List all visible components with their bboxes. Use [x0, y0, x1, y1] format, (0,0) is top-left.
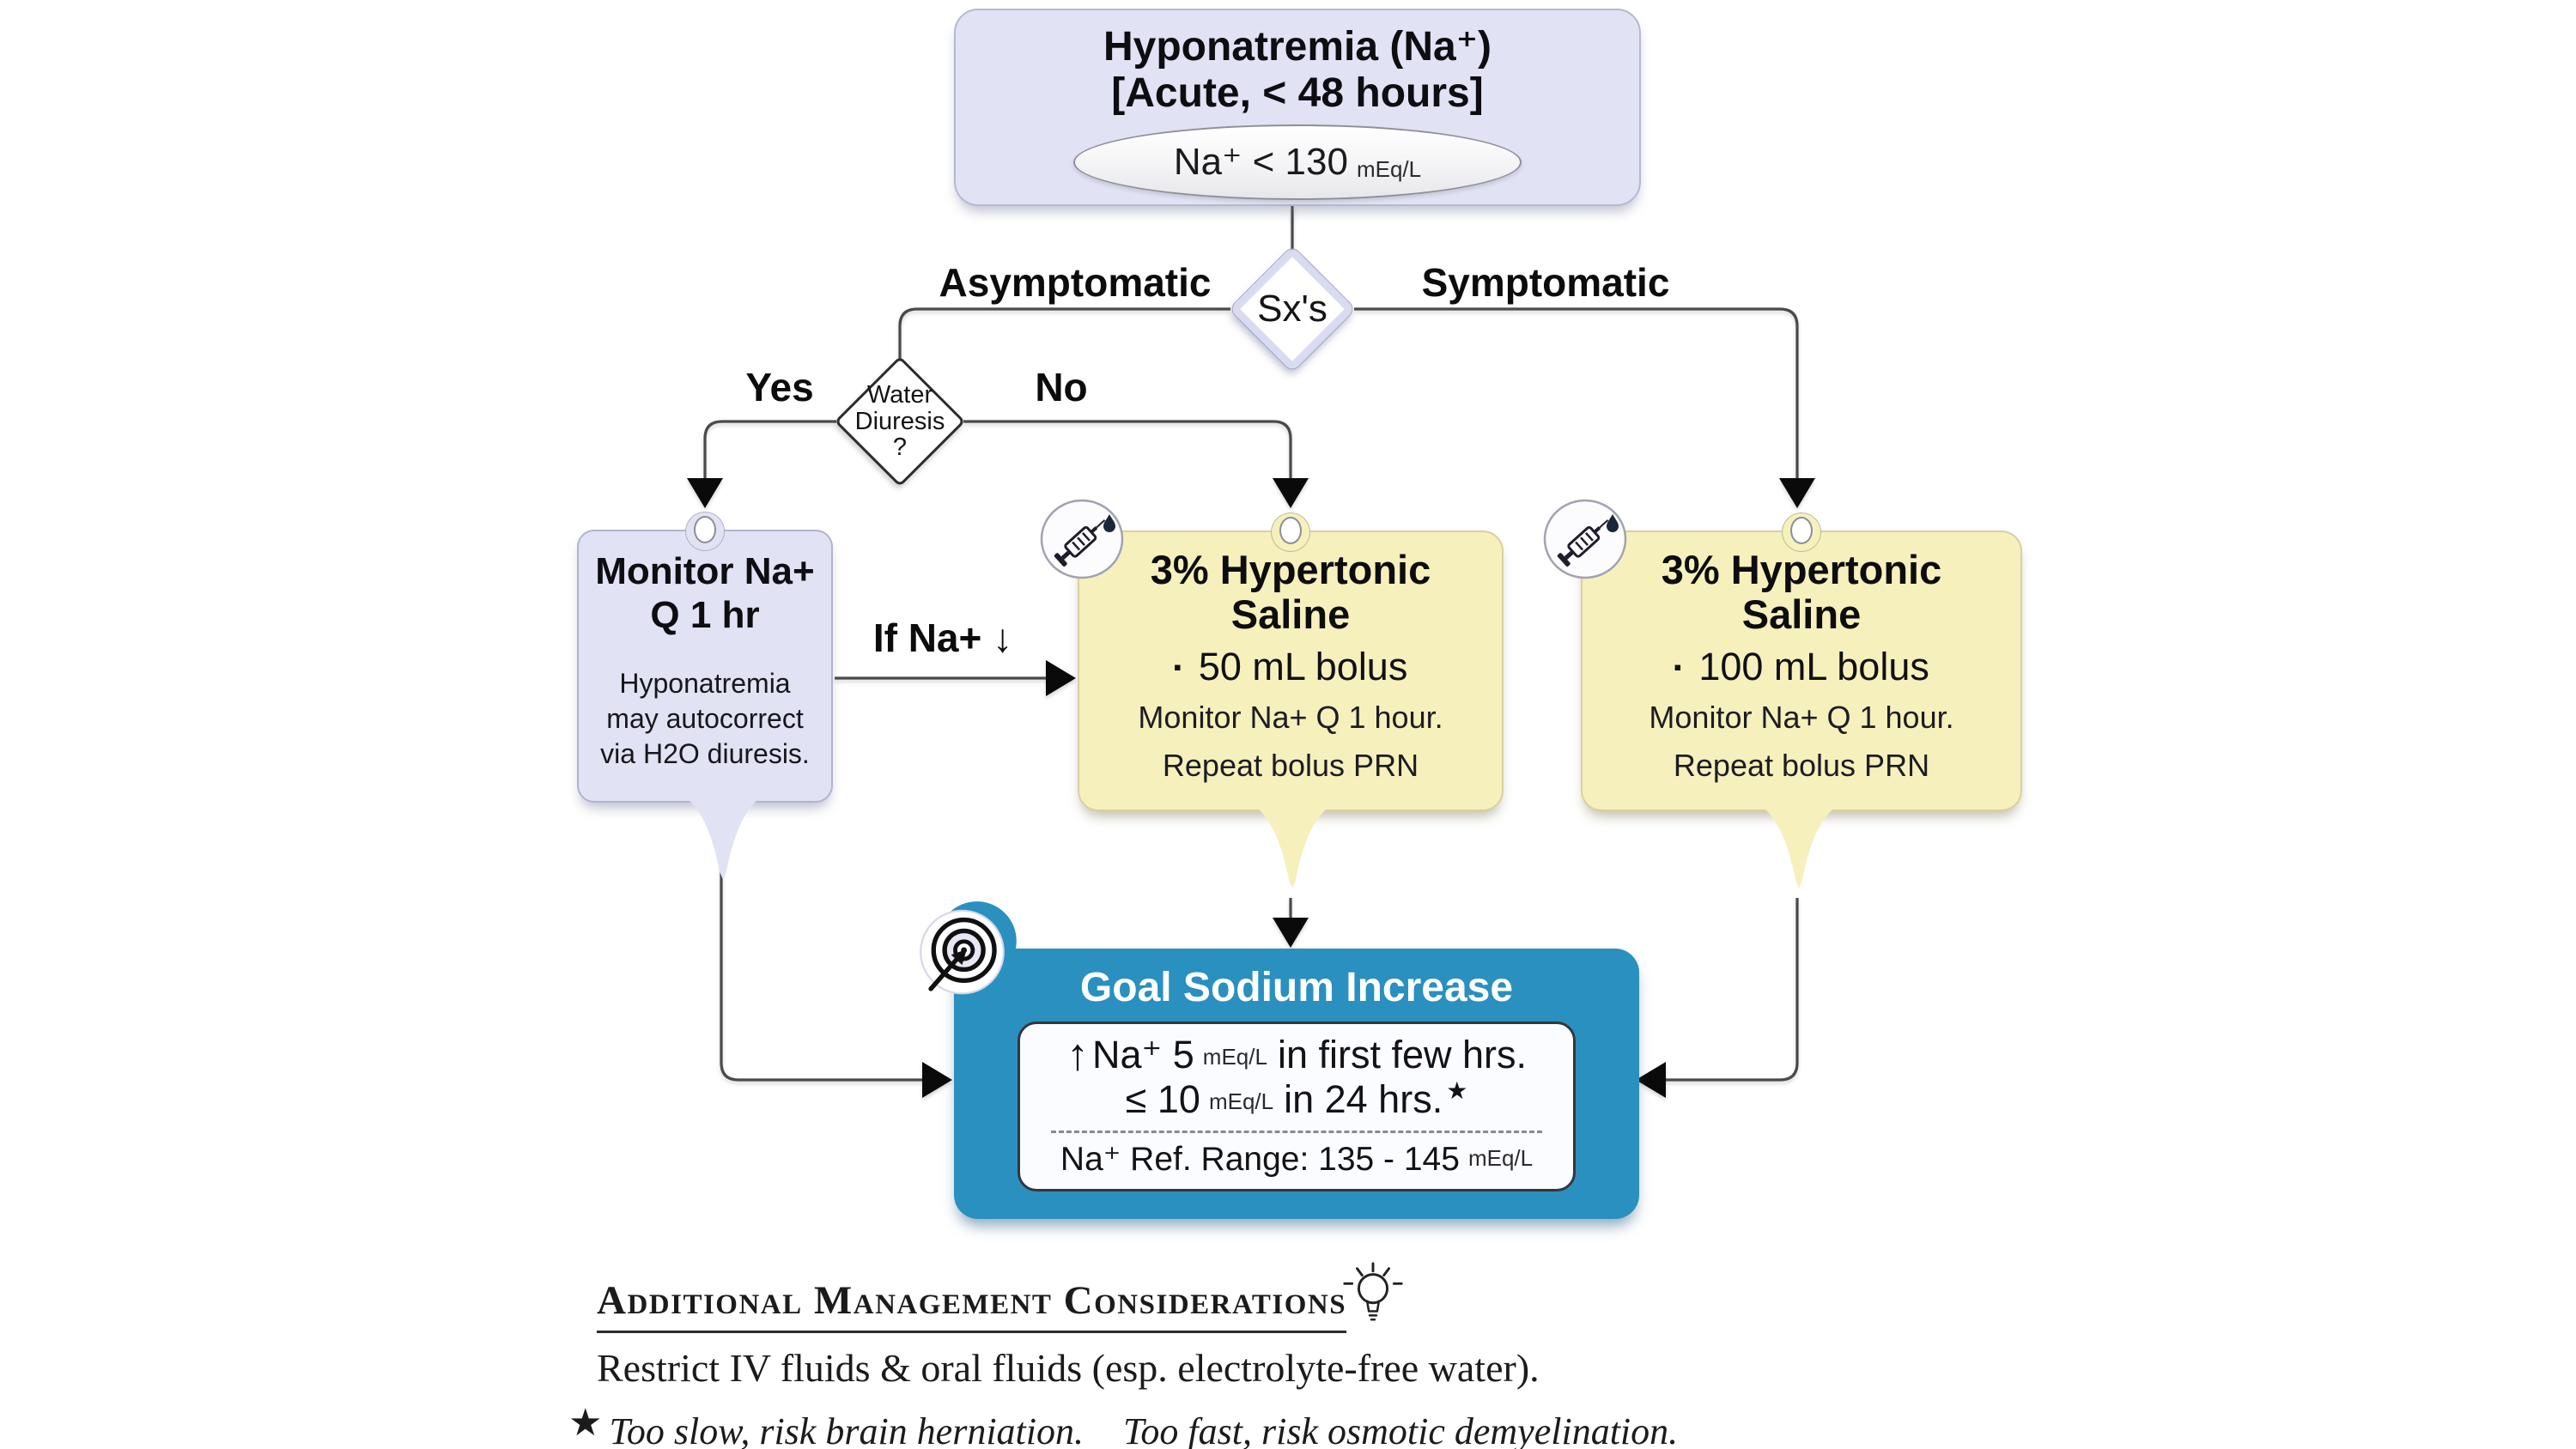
saline50-dose-line: ▪ 50 mL bolus [1174, 645, 1408, 689]
criterion-unit: mEq/L [1356, 155, 1422, 182]
star-icon: ★ [568, 1401, 603, 1445]
footnote-star-icon: ★ [1446, 1077, 1468, 1104]
decision-water-diuresis: Water Diuresis ? [834, 355, 966, 488]
goal-title: Goal Sodium Increase [1079, 965, 1514, 1010]
goal-line2: ≤ 10 mEq/L in 24 hrs. ★ [1126, 1077, 1468, 1122]
goal-detail-panel: ↑ Na⁺ 5 mEq/L in first few hrs. ≤ 10 mEq… [1018, 1022, 1576, 1191]
goal-line1-rest: in first few hrs. [1277, 1033, 1528, 1077]
saline100-repeat: Repeat bolus PRN [1673, 748, 1930, 784]
target-icon [920, 901, 1017, 995]
criterion-value: Na⁺ < 130 [1173, 141, 1348, 183]
goal-line2-unit: mEq/L [1208, 1088, 1274, 1114]
goal-line2-main: ≤ 10 [1125, 1077, 1200, 1121]
saline100-title-line1: 3% Hypertonic [1661, 547, 1942, 592]
node-goal-sodium-increase: Goal Sodium Increase ↑ Na⁺ 5 mEq/L in fi… [920, 901, 1639, 1219]
start-node-hyponatremia: Hyponatremia (Na⁺) [Acute, < 48 hours] N… [954, 9, 1641, 206]
node-hypertonic-saline-50: 3% Hypertonic Saline ▪ 50 mL bolus Monit… [1040, 499, 1504, 888]
footnote-part2: Too fast, risk osmotic demyelination. [1123, 1410, 1679, 1449]
monitor-body-line3: via H2O diuresis. [600, 738, 810, 770]
water-line1: Water [866, 381, 933, 409]
syringe-icon [1543, 499, 1627, 579]
goal-ref-main: Na⁺ Ref. Range: 135 - 145 [1060, 1140, 1460, 1178]
saline100-dose: 100 mL bolus [1698, 645, 1929, 689]
notes-section: Additional Management Considerations Res… [568, 1277, 1678, 1449]
branch-label-asymptomatic: Asymptomatic [939, 260, 1212, 305]
saline50-title-line2: Saline [1230, 591, 1351, 637]
tag-ring [685, 512, 725, 551]
monitor-title-line2: Q 1 hr [650, 593, 760, 636]
up-arrow-icon: ↑ [1066, 1030, 1089, 1080]
saline100-dose-line: ▪ 100 mL bolus [1674, 645, 1929, 689]
monitor-title-line1: Monitor Na+ [595, 550, 815, 592]
decision-symptoms-label: Sx's [1257, 287, 1327, 330]
tag-ring [1782, 512, 1821, 552]
goal-line1-unit: mEq/L [1202, 1044, 1267, 1070]
water-line2: Diuresis [854, 407, 945, 435]
saline50-monitor: Monitor Na+ Q 1 hour. [1138, 700, 1443, 736]
monitor-body-line2: may autocorrect [606, 703, 804, 735]
branch-label-yes: Yes [745, 365, 814, 409]
footnote-part1: Too slow, risk brain herniation. [609, 1410, 1084, 1449]
goal-ref-range: Na⁺ Ref. Range: 135 - 145 mEq/L [1060, 1140, 1533, 1179]
tag-hole [694, 516, 716, 543]
decision-water-diuresis-label: Water Diuresis ? [855, 382, 945, 460]
notes-heading: Additional Management Considerations [597, 1277, 1347, 1333]
decision-symptoms: Sx's [1228, 245, 1357, 373]
goal-line1: ↑ Na⁺ 5 mEq/L in first few hrs. [1066, 1033, 1527, 1077]
card-tail [690, 801, 756, 880]
saline50-dose: 50 mL bolus [1198, 645, 1408, 689]
monitor-body: Hyponatremia may autocorrect via H2O diu… [600, 666, 810, 772]
branch-label-if-na-falls: If Na+ ↓ [872, 615, 1013, 660]
goal-line1-main: Na⁺ 5 [1091, 1033, 1194, 1077]
criterion-oval: Na⁺ < 130 mEq/L [1073, 124, 1522, 200]
card-tail [1765, 809, 1832, 888]
tag-ring [1271, 512, 1310, 552]
goal-ref-unit: mEq/L [1467, 1144, 1534, 1171]
node-monitor-na: Monitor Na+ Q 1 hr Hyponatremia may auto… [577, 512, 833, 880]
branch-label-no: No [1035, 365, 1088, 409]
saline50-repeat: Repeat bolus PRN [1162, 748, 1419, 784]
card-tail [1259, 809, 1326, 888]
footnote: ★ Too slow, risk brain herniation. Too f… [568, 1401, 1679, 1449]
node-hypertonic-saline-100: 3% Hypertonic Saline ▪ 100 mL bolus Moni… [1543, 499, 2022, 888]
water-line3: ? [892, 433, 908, 462]
goal-line2-rest: in 24 hrs. [1284, 1077, 1443, 1121]
bullet-icon: ▪ [1173, 653, 1182, 680]
syringe-icon [1040, 499, 1124, 579]
start-title-line2: [Acute, < 48 hours] [1111, 70, 1484, 116]
bullet-icon: ▪ [1674, 653, 1682, 680]
dashed-divider [1051, 1130, 1542, 1133]
saline100-title-line2: Saline [1741, 591, 1862, 637]
saline50-title-line1: 3% Hypertonic [1150, 547, 1431, 592]
start-title-line1: Hyponatremia (Na⁺) [1103, 24, 1492, 70]
branch-label-symptomatic: Symptomatic [1421, 260, 1670, 305]
notes-body: Restrict IV fluids & oral fluids (esp. e… [597, 1346, 1540, 1390]
tag-hole [1279, 517, 1302, 544]
lightbulb-icon [1343, 1262, 1403, 1321]
tag-hole [1790, 517, 1813, 544]
monitor-body-line1: Hyponatremia [619, 668, 791, 700]
saline100-monitor: Monitor Na+ Q 1 hour. [1649, 700, 1954, 736]
